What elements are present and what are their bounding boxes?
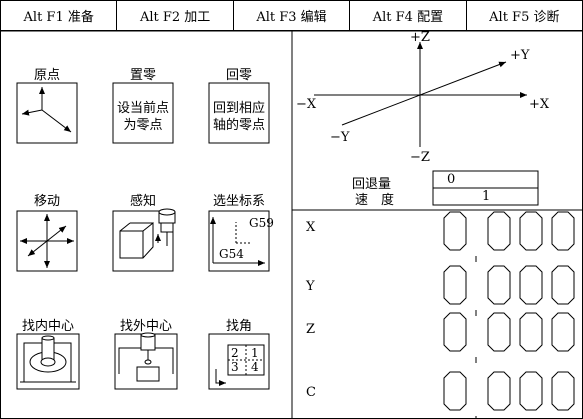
axis-label-plus-y: +Y [510,48,530,63]
axis-label-minus-z: −Z [410,150,430,165]
dro-digit-cell [443,312,467,352]
dro-axis-z: Z [306,322,316,337]
dro-digit-cell [519,211,543,251]
find-corner-label: 找角 [225,319,252,334]
tab-edit[interactable]: Alt F3 编辑 [234,1,351,30]
move-arrows-icon [20,214,74,268]
corner-quadrant-1: 1 [251,346,259,360]
origin-button[interactable] [16,82,78,144]
dro-axis-x: X [306,220,316,235]
return-zero-label: 回零 [225,68,252,83]
dro-digit-cell [519,371,543,411]
retract-label: 回退量 [352,177,392,192]
dro-digit-cell [443,211,467,251]
tab-diagnose[interactable]: Alt F5 诊断 [489,10,560,25]
dro-digit-cell [443,265,467,305]
dro-digit-cell [487,265,511,305]
dro-digit-cell [551,371,575,411]
sense-button[interactable] [112,208,176,272]
dro-digit-cell [519,312,543,352]
axis-label-plus-z: +Z [410,30,430,45]
corner-quadrant-3: 3 [231,360,239,374]
dro-digit-cell [551,312,575,352]
coord-system-icon [210,217,265,266]
g59-label: G59 [249,216,274,230]
corner-icon [215,344,265,386]
dro-digit-cell [519,265,543,305]
find-inner-center-button[interactable] [16,333,80,390]
probe-icon [119,208,176,259]
find-corner-button[interactable] [208,333,270,390]
find-inner-center-label: 找内中心 [21,319,74,334]
axis-label-minus-y: −Y [330,130,350,145]
corner-quadrant-4: 4 [251,360,259,374]
dro-digit-cell [551,211,575,251]
select-coord-button[interactable] [208,210,270,272]
move-button[interactable] [16,210,78,272]
speed-input[interactable] [432,187,539,206]
corner-quadrant-2: 2 [231,346,239,360]
find-outer-center-button[interactable] [114,332,178,390]
set-zero-button[interactable] [112,82,174,144]
sense-label: 感知 [129,194,156,209]
outer-center-icon [118,332,174,382]
set-zero-text-line2: 为零点 [123,118,163,133]
speed-value: 1 [482,189,491,204]
find-outer-center-label: 找外中心 [119,319,172,334]
axes-origin-icon [21,87,72,133]
set-zero-text-line1: 设当前点 [116,101,169,116]
inner-center-icon [20,335,76,383]
set-zero-label: 置零 [129,68,156,83]
return-zero-text-line2: 轴的零点 [212,118,265,133]
return-zero-button[interactable] [208,82,270,144]
dro-digit-cell [487,312,511,352]
axes-diagram [314,42,527,147]
dro-digit-cell [443,371,467,411]
dro-digits [443,211,575,419]
dro-digit-cell [551,265,575,305]
axis-label-plus-x: +X [529,97,550,112]
tab-config[interactable]: Alt F4 配置 [350,1,467,30]
axis-label-minus-x: −X [296,97,317,112]
dro-digit-cell [487,211,511,251]
g54-label: G54 [219,247,244,261]
dro-digit-cell [487,371,511,411]
speed-label: 速 度 [355,193,395,208]
dro-axis-y: Y [306,279,315,294]
retract-value: 0 [447,172,456,187]
tab-machining[interactable]: Alt F2 加工 [117,1,234,30]
dro-axis-c: C [306,385,316,400]
origin-label: 原点 [33,68,60,83]
return-zero-text-line1: 回到相应 [212,101,265,116]
move-label: 移动 [33,194,60,209]
tab-prepare[interactable]: Alt F1 准备 [1,1,118,30]
select-coord-label: 选坐标系 [212,194,265,209]
